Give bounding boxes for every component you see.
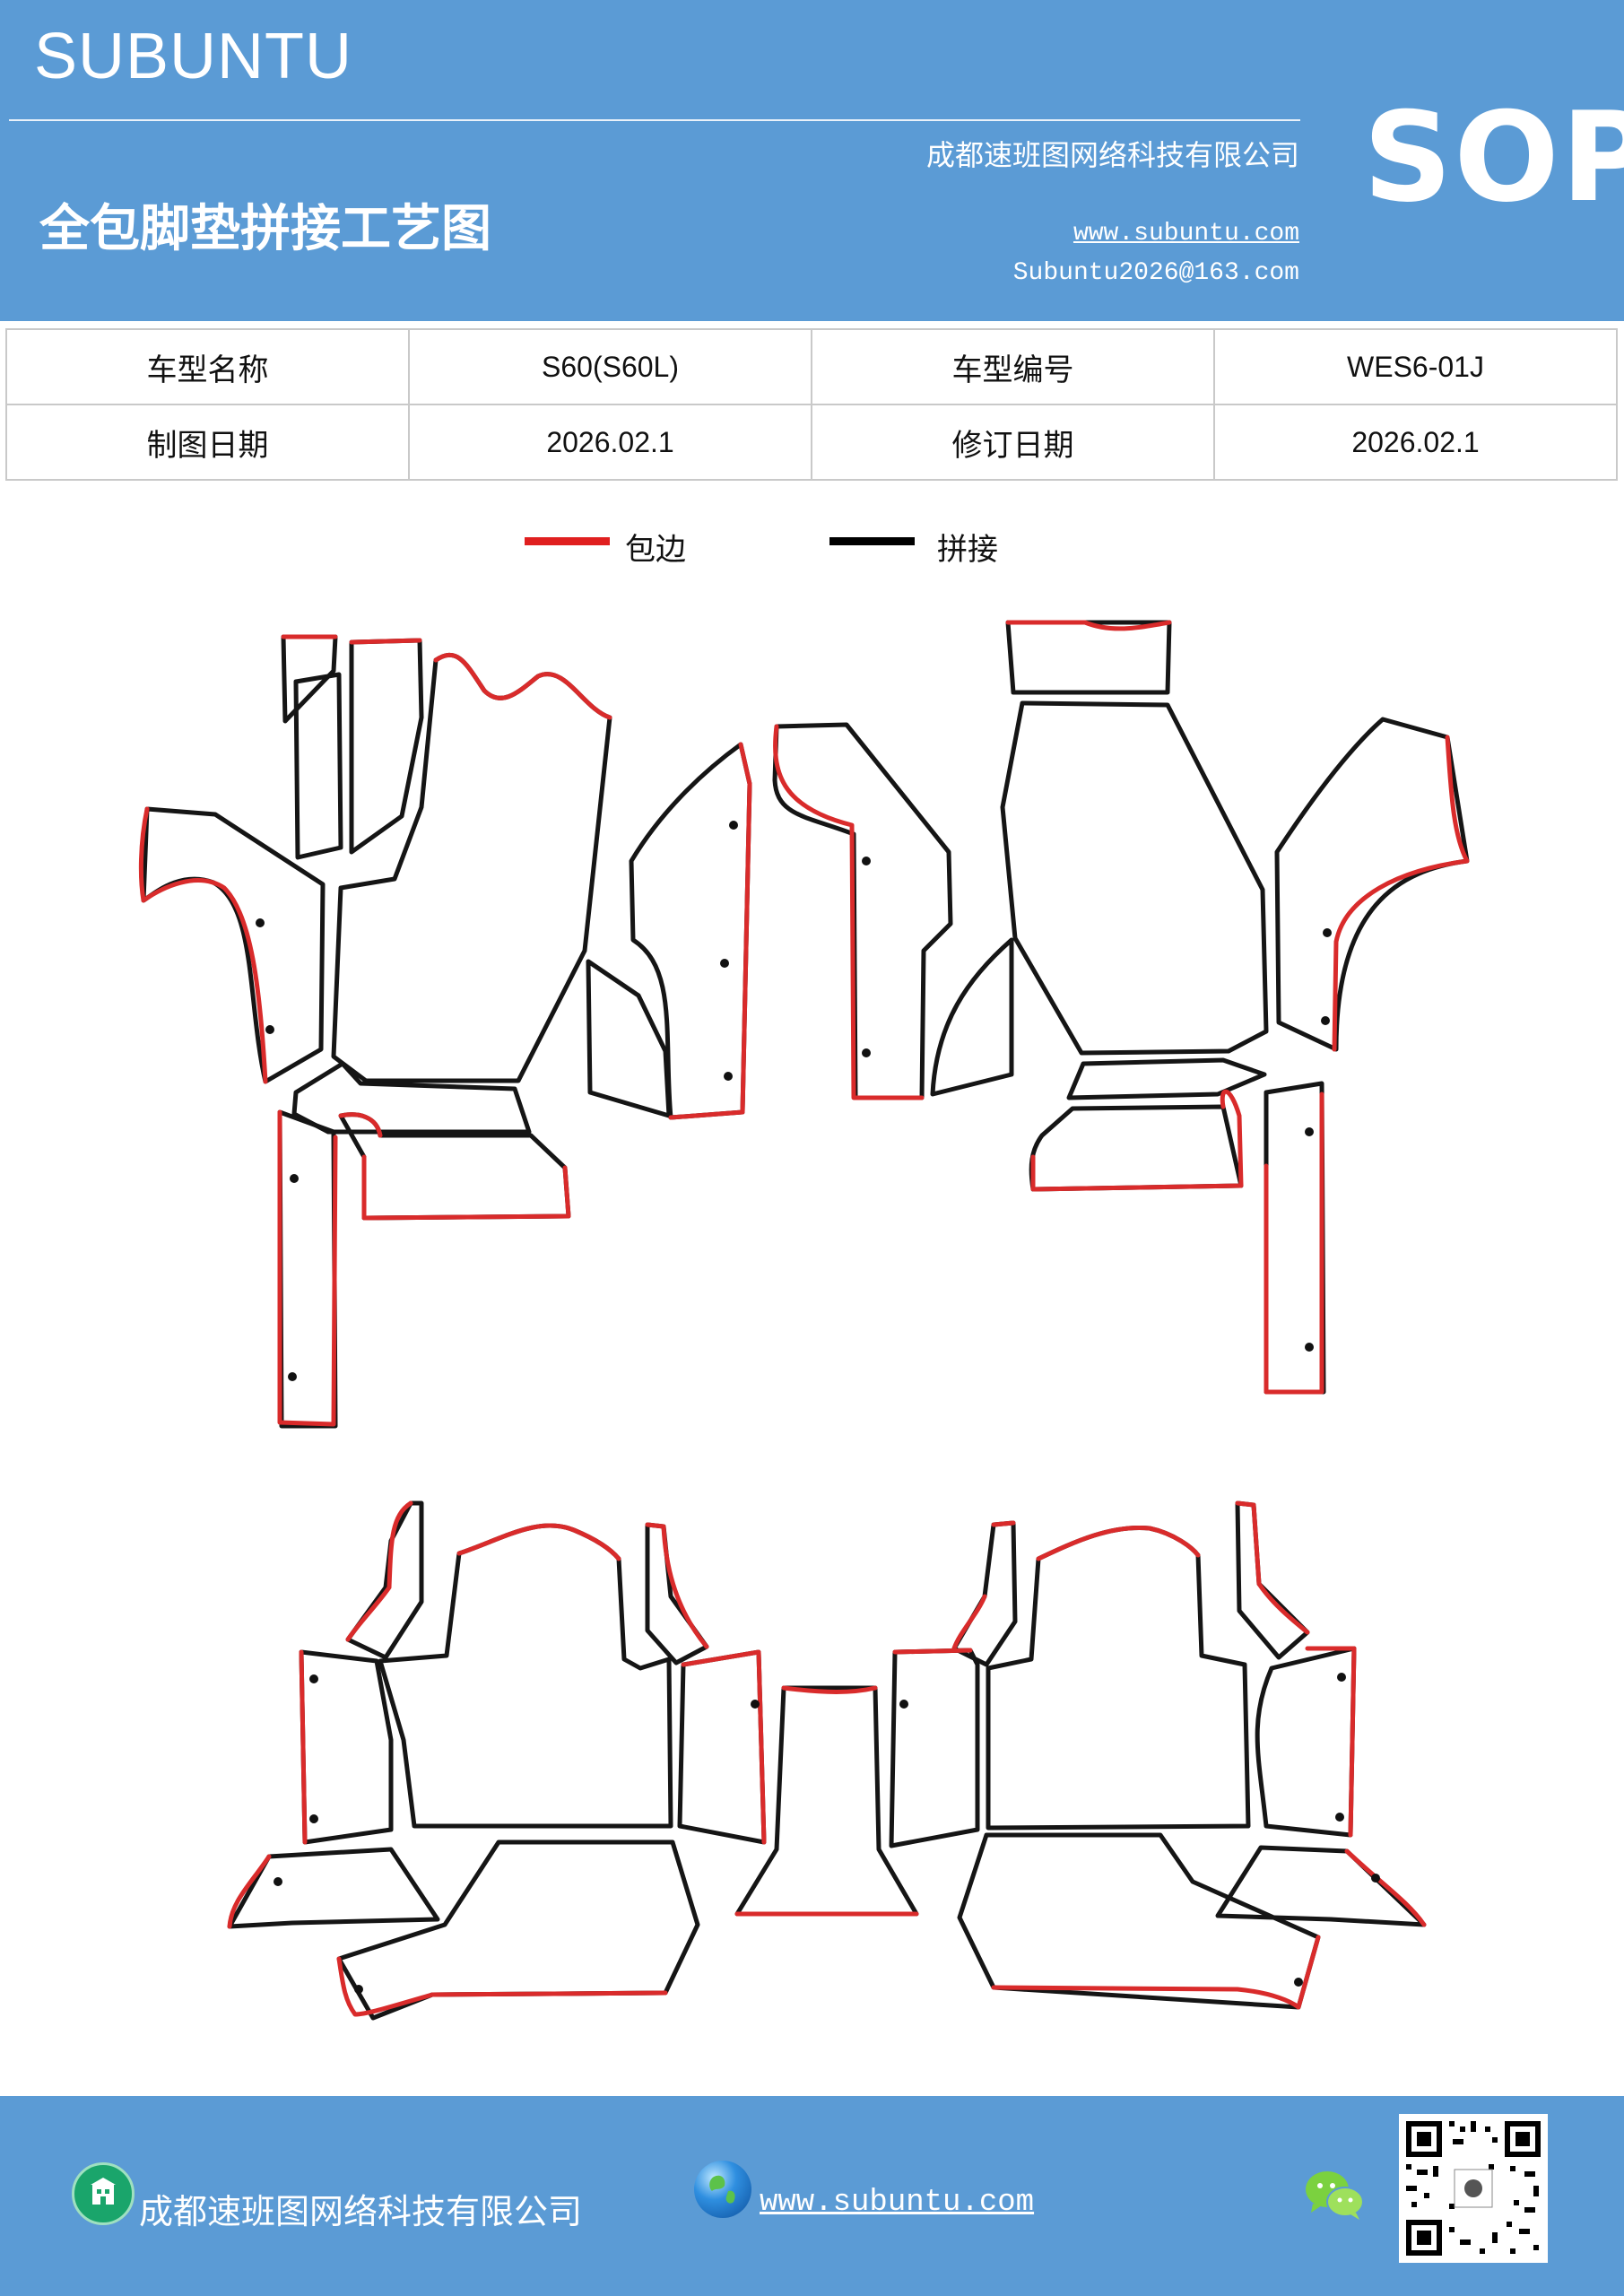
label-cell: 车型编号	[811, 328, 1215, 405]
value-cell: 2026.02.1	[1213, 404, 1618, 481]
legend-swatch-edge	[525, 537, 610, 545]
page-title: 全包脚垫拼接工艺图	[39, 200, 491, 258]
header-email[interactable]: Subuntu2026@163.com	[1012, 259, 1299, 287]
footer-banner: 成都速班图网络科技有限公司 www.subuntu.com	[0, 2096, 1624, 2296]
qr-code	[1399, 2114, 1548, 2263]
header-company: 成都速班图网络科技有限公司	[925, 138, 1299, 172]
rear-center-mat	[734, 1685, 919, 1917]
table-row: 制图日期 2026.02.1 修订日期 2026.02.1	[5, 404, 1618, 481]
sop-badge: SOP	[1363, 85, 1624, 230]
label-cell: 车型名称	[5, 328, 410, 405]
footer-company: 成都速班图网络科技有限公司	[139, 2192, 583, 2231]
legend-swatch-seam	[829, 537, 915, 545]
label-cell: 修订日期	[811, 404, 1215, 481]
footer-website-link[interactable]: www.subuntu.com	[760, 2186, 1035, 2220]
front-right-mat-group	[772, 620, 1470, 1395]
building-icon	[72, 2162, 135, 2225]
value-cell: S60(S60L)	[408, 328, 812, 405]
brand-name: SUBUNTU	[34, 21, 353, 92]
floor-mat-pattern-diagram	[138, 620, 1470, 2021]
value-cell: WES6-01J	[1213, 328, 1618, 405]
rear-left-mat-group	[227, 1500, 767, 2021]
legend: 包边 拼接	[525, 525, 1063, 570]
wechat-icon[interactable]	[1304, 2168, 1367, 2228]
rear-right-mat-group	[889, 1500, 1427, 2010]
vehicle-info-table: 车型名称 S60(S60L) 车型编号 WES6-01J 制图日期 2026.0…	[5, 328, 1618, 481]
header-banner: SUBUNTU 成都速班图网络科技有限公司 全包脚垫拼接工艺图 www.subu…	[0, 0, 1624, 321]
header-divider	[9, 119, 1300, 121]
legend-label-seam: 拼接	[937, 532, 998, 568]
header-website-link[interactable]: www.subuntu.com	[1073, 220, 1299, 248]
table-row: 车型名称 S60(S60L) 车型编号 WES6-01J	[5, 328, 1618, 405]
globe-icon	[694, 2161, 751, 2218]
front-left-mat-group	[138, 634, 752, 1429]
value-cell: 2026.02.1	[408, 404, 812, 481]
label-cell: 制图日期	[5, 404, 410, 481]
legend-label-edge: 包边	[625, 532, 686, 568]
